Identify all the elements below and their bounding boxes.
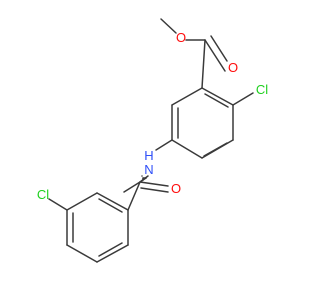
bond-ring-cl-left	[48, 198, 68, 211]
bond-ring-n	[155, 139, 173, 151]
bond-ring2-b	[66, 192, 98, 211]
bond-ring1-a-inner	[204, 93, 229, 108]
bond-ring1-c-inner	[203, 142, 228, 157]
atom-cl-ring-left: Cl	[37, 187, 49, 202]
atom-h-amide: H	[144, 148, 153, 163]
bond-ring1-a	[201, 87, 234, 106]
bond-n-c-main-b	[139, 175, 149, 183]
bond-amide-c-o-a	[139, 181, 169, 187]
bond-ring2-e	[96, 244, 129, 263]
atom-n-amide: N	[144, 162, 153, 177]
atom-o-carbonyl-ester: O	[228, 60, 238, 75]
bond-ring-cl-right	[232, 92, 254, 106]
bond-ring1-d	[171, 139, 203, 159]
bond-ring1-f	[171, 87, 203, 106]
bond-ring2-a	[96, 192, 129, 211]
atom-labels: O O Cl N H O Cl	[37, 30, 268, 202]
bond-ester-c-ring	[201, 39, 206, 89]
atom-o-methoxy: O	[176, 30, 186, 45]
bond-ring2-a-inner	[98, 198, 123, 213]
molecule-diagram: O O Cl N H O Cl	[37, 18, 268, 263]
atom-cl-ring-right: Cl	[256, 82, 268, 97]
bond-ester-c-o-double-2	[210, 35, 228, 62]
bonds	[48, 18, 254, 263]
structure-canvas: O O Cl N H O Cl	[37, 18, 268, 263]
bond-ring2-e-inner	[98, 242, 123, 257]
atom-o-carbonyl-amide: O	[171, 181, 181, 196]
bond-ring2-d	[66, 244, 98, 263]
bond-amide-c-o-b	[140, 187, 169, 193]
bond-ester-c-o-double-1	[204, 39, 226, 72]
bond-amide-c-ring	[127, 181, 141, 211]
bond-n-c-main	[123, 181, 141, 193]
bond-methyl-o	[160, 18, 177, 34]
